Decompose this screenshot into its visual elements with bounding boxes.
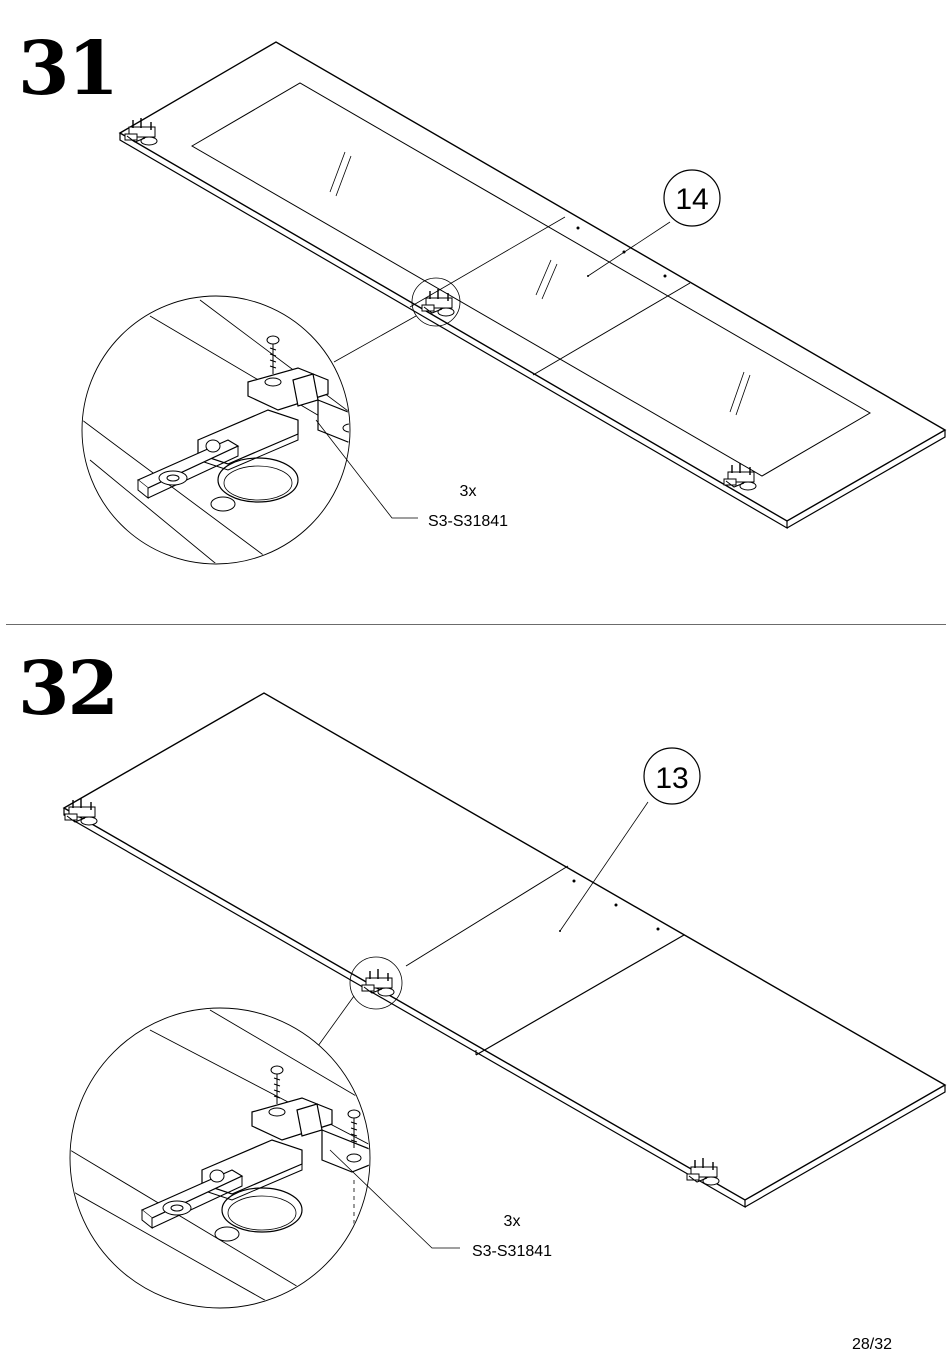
- step31-quantity: 3x: [460, 483, 477, 500]
- part-callout-14: 14: [675, 183, 708, 216]
- part-callout-13: 13: [655, 762, 688, 795]
- step31-panel-drawing: [82, 42, 945, 600]
- step32-part-code: S3-S31841: [472, 1243, 552, 1260]
- step31-part-code: S3-S31841: [428, 513, 508, 530]
- step32-quantity: 3x: [504, 1213, 521, 1230]
